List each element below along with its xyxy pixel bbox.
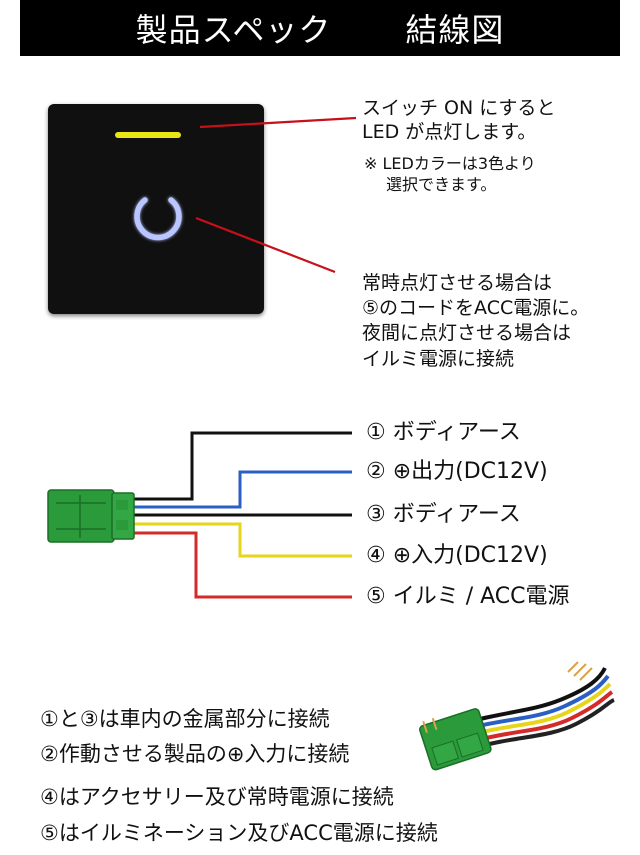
wire-2 <box>133 470 352 509</box>
callout-bottom-line1: 常時点灯させる場合は <box>362 272 553 294</box>
wire-1 <box>133 431 352 501</box>
callout-bottom-line2: ⑤のコードをACC電源に。 <box>362 297 590 319</box>
switch-panel <box>48 104 264 314</box>
section-title: 結線図 <box>405 11 505 49</box>
wire-4 <box>133 522 352 558</box>
connection-item-2: ②作動させる製品の⊕入力に接続 <box>40 742 350 766</box>
connection-item-1: ①と③は車内の金属部分に接続 <box>40 707 330 731</box>
connector <box>47 489 135 543</box>
wire-label-5: ⑤ イルミ / ACC電源 <box>366 584 570 609</box>
wire-label-2: ② ⊕出力(DC12V) <box>366 459 548 484</box>
callout-top-line1: スイッチ ON にすると <box>362 97 556 119</box>
wire-label-3: ③ ボディアース <box>366 502 521 527</box>
connection-item-4: ⑤はイルミネーション及びACC電源に接続 <box>40 821 438 845</box>
page-title: 製品スペック <box>135 11 332 49</box>
wire-5 <box>133 531 352 599</box>
callout-top-line2: LED が点灯します。 <box>362 121 537 143</box>
callout-bottom-line4: イルミ電源に接続 <box>362 348 515 370</box>
callout-note-line2: 選択できます。 <box>386 175 497 194</box>
wire-label-1: ① ボディアース <box>366 420 521 445</box>
connection-item-3: ④はアクセサリー及び常時電源に接続 <box>40 785 394 809</box>
led-indicator <box>115 132 181 138</box>
wire-label-4: ④ ⊕入力(DC12V) <box>366 543 548 568</box>
callout-note-line1: ※ LEDカラーは3色より <box>364 154 536 173</box>
header-banner: 製品スペック 結線図 <box>20 0 620 56</box>
power-icon <box>134 183 182 241</box>
callout-bottom-line3: 夜間に点灯させる場合は <box>362 322 572 344</box>
